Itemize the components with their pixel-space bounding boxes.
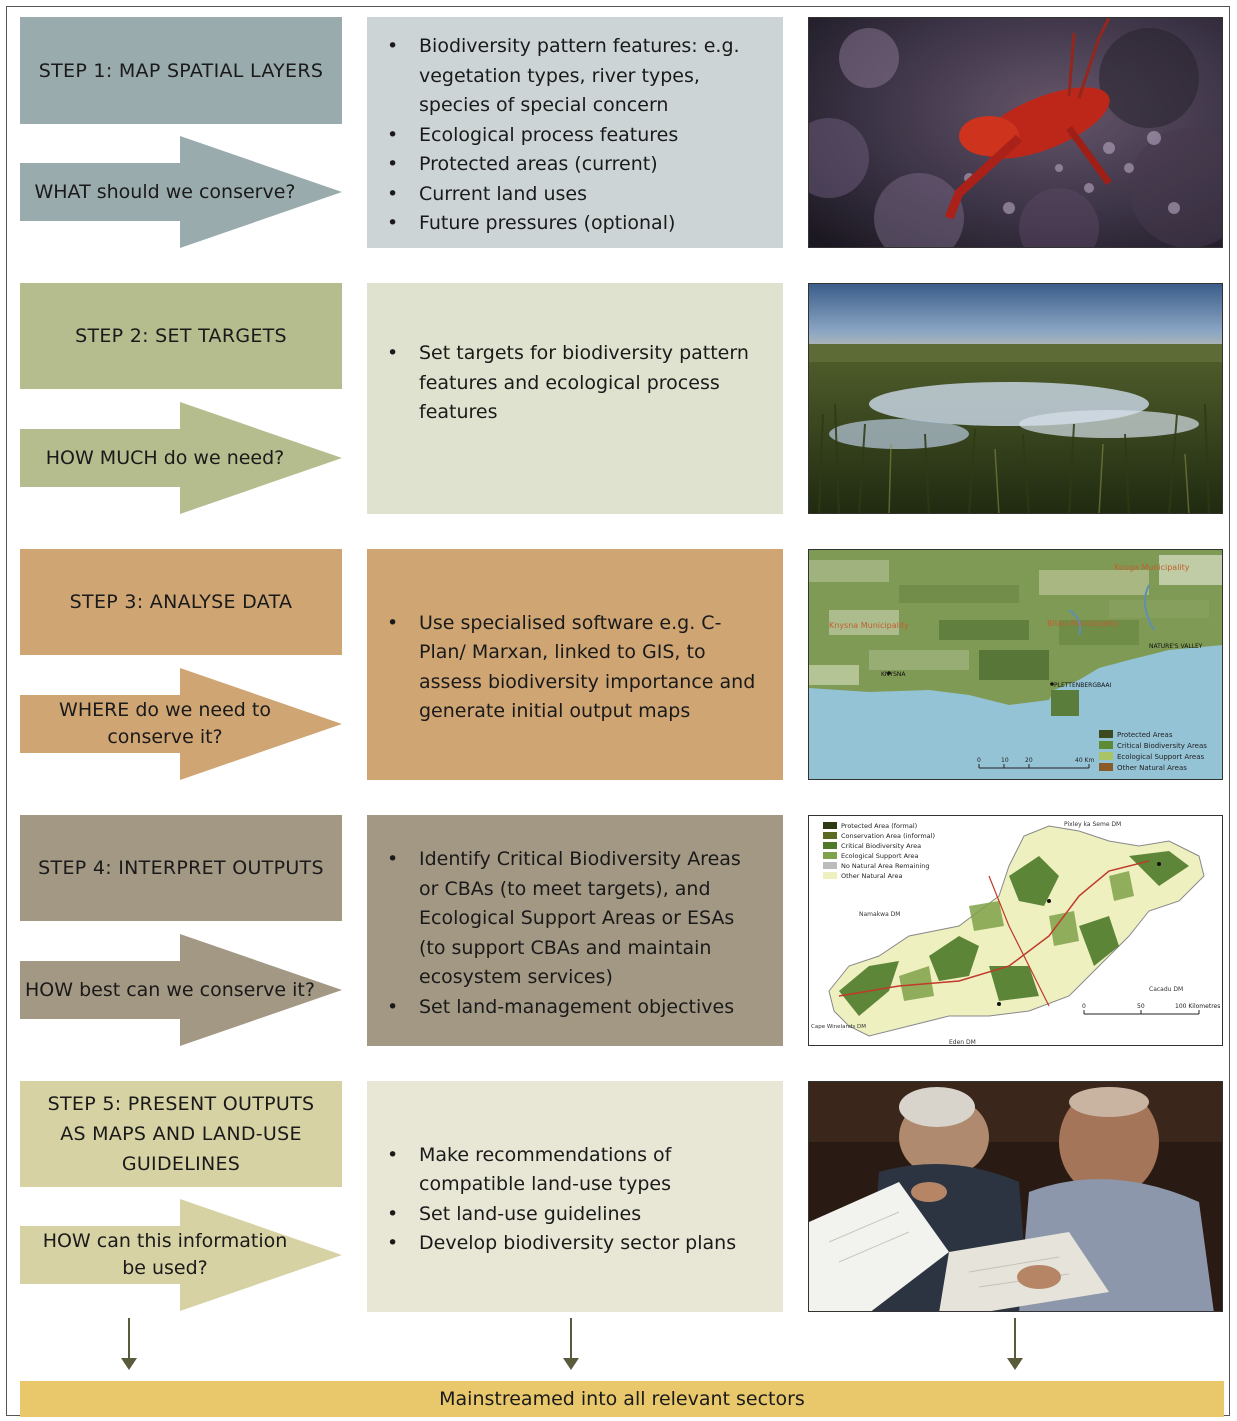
- legend-label: Critical Biodiversity Areas: [1117, 742, 1207, 750]
- legend-label: Other Natural Areas: [1117, 764, 1187, 772]
- step-5-question: HOW can this information be used?: [42, 1230, 288, 1279]
- step-4-bullets: Identify Critical Biodiversity Areas or …: [385, 845, 761, 1022]
- map-label: Kouga Municipality: [1114, 563, 1190, 572]
- step-1-question-arrow: WHAT should we conserve?: [20, 136, 342, 248]
- step-5-question-arrow: HOW can this information be used?: [20, 1199, 342, 1311]
- arrow-shape: [20, 136, 342, 248]
- bullet: Set land-use guidelines: [385, 1200, 761, 1230]
- scale-label: 0: [1082, 1003, 1086, 1010]
- step-3-bullets: Use specialised software e.g. C-Plan/ Ma…: [385, 609, 761, 727]
- coastal-map: Kouga Municipality Knysna Municipality B…: [808, 549, 1223, 780]
- scale-label: 10: [1001, 757, 1009, 764]
- arrow-shape: [20, 1199, 342, 1311]
- scale-label: 20: [1025, 757, 1033, 764]
- arrow-shape: [20, 668, 342, 780]
- bullet: Biodiversity pattern features: e.g. vege…: [385, 32, 761, 121]
- map4-scale-bar: 0 50 100 Kilometres: [1082, 1003, 1220, 1015]
- scale-label: 40 Km: [1075, 757, 1094, 764]
- people-with-maps-photo: [808, 1081, 1223, 1312]
- step-1-panel: Biodiversity pattern features: e.g. vege…: [367, 17, 783, 248]
- map-label: Pixley ka Seme DM: [1064, 821, 1121, 828]
- legend-label: Ecological Support Areas: [1117, 753, 1204, 761]
- step-3-question-arrow: WHERE do we need to conserve it?: [20, 668, 342, 780]
- legend-label: No Natural Area Remaining: [841, 862, 930, 870]
- arrow-shape: [20, 934, 342, 1046]
- map-label: Knysna Municipality: [829, 621, 909, 630]
- map-label: NATURE'S VALLEY: [1149, 643, 1203, 650]
- step-5-bullets: Make recommendations of compatible land-…: [385, 1141, 761, 1259]
- step-5-title: STEP 5: PRESENT OUTPUTS AS MAPS AND LAND…: [20, 1081, 342, 1187]
- step-4-question-arrow: HOW best can we conserve it?: [20, 934, 342, 1046]
- step-1-title: STEP 1: MAP SPATIAL LAYERS: [20, 17, 342, 124]
- legend-label: Conservation Area (informal): [841, 832, 935, 840]
- bullet: Develop biodiversity sector plans: [385, 1229, 761, 1259]
- step-4-title: STEP 4: INTERPRET OUTPUTS: [20, 815, 342, 921]
- step-1-question: WHAT should we conserve?: [34, 180, 296, 203]
- step-2-bullets: Set targets for biodiversity pattern fea…: [385, 339, 761, 428]
- step-4-panel: Identify Critical Biodiversity Areas or …: [367, 815, 783, 1046]
- wetland-photo: [808, 283, 1223, 514]
- map-label: Eden DM: [949, 1039, 976, 1046]
- scale-label: 50: [1137, 1003, 1145, 1010]
- grasshopper-photo: [808, 17, 1223, 248]
- step-2-question: HOW MUCH do we need?: [45, 446, 285, 469]
- bullet: Protected areas (current): [385, 150, 761, 180]
- bullet: Set targets for biodiversity pattern fea…: [385, 339, 761, 428]
- bullet: Current land uses: [385, 180, 761, 210]
- bullet: Future pressures (optional): [385, 209, 761, 239]
- arrow-shape: [20, 402, 342, 514]
- map-label: KNYSNA: [881, 671, 906, 678]
- map-label: Cacadu DM: [1149, 986, 1183, 993]
- scale-label: 0: [977, 757, 981, 764]
- down-arrow-icon: [119, 1318, 139, 1370]
- map4-legend: Protected Area (formal) Conservation Are…: [823, 822, 935, 880]
- bullet: Make recommendations of compatible land-…: [385, 1141, 761, 1200]
- map3-legend: Protected Areas Critical Biodiversity Ar…: [1099, 730, 1207, 772]
- step-2-question-arrow: HOW MUCH do we need?: [20, 402, 342, 514]
- bullet: Use specialised software e.g. C-Plan/ Ma…: [385, 609, 761, 727]
- district-map: Protected Area (formal) Conservation Are…: [808, 815, 1223, 1046]
- map-label: Cape Winelands DM: [811, 1024, 866, 1030]
- legend-label: Protected Area (formal): [841, 822, 917, 830]
- step-3-panel: Use specialised software e.g. C-Plan/ Ma…: [367, 549, 783, 780]
- map3-scale-bar: 0 10 20 40 Km: [977, 757, 1094, 769]
- step-3-question: WHERE do we need to conserve it?: [59, 699, 271, 748]
- step-5-panel: Make recommendations of compatible land-…: [367, 1081, 783, 1312]
- legend-label: Protected Areas: [1117, 731, 1173, 739]
- map-label: PLETTENBERGBAAI: [1054, 682, 1111, 689]
- bullet: Identify Critical Biodiversity Areas or …: [385, 845, 761, 993]
- step-4-question: HOW best can we conserve it?: [25, 978, 315, 1001]
- step-2-panel: Set targets for biodiversity pattern fea…: [367, 283, 783, 514]
- step-1-bullets: Biodiversity pattern features: e.g. vege…: [385, 32, 761, 239]
- legend-label: Critical Biodiversity Area: [841, 842, 921, 850]
- legend-label: Other Natural Area: [841, 872, 903, 880]
- step-3-title: STEP 3: ANALYSE DATA: [20, 549, 342, 655]
- down-arrow-icon: [1005, 1318, 1025, 1370]
- mainstreamed-footer-banner: Mainstreamed into all relevant sectors: [20, 1381, 1224, 1417]
- legend-label: Ecological Support Area: [841, 852, 919, 860]
- step-2-title: STEP 2: SET TARGETS: [20, 283, 342, 389]
- bullet: Ecological process features: [385, 121, 761, 151]
- down-arrow-icon: [561, 1318, 581, 1370]
- bullet: Set land-management objectives: [385, 993, 761, 1023]
- map-label: Bitou Municipality: [1047, 619, 1119, 628]
- scale-label: 100 Kilometres: [1175, 1003, 1220, 1010]
- map-label: Namakwa DM: [859, 911, 900, 918]
